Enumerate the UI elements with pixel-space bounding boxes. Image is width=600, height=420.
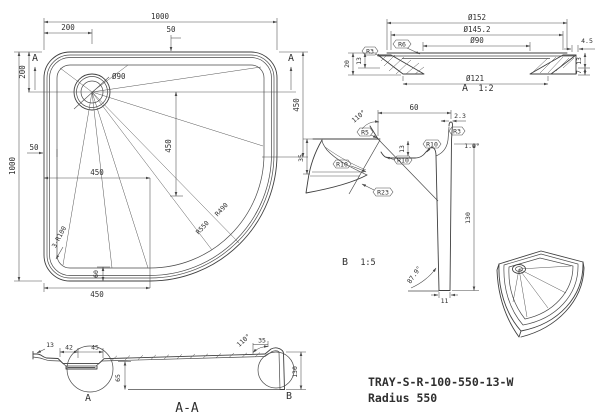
dim-50-top: 50 [166, 25, 176, 34]
hatch-left [380, 54, 425, 75]
dim-1000-left: 1000 [8, 156, 17, 175]
tray-rim-line-1 [46, 54, 275, 279]
section-mark-left: A [32, 53, 38, 64]
plan-radius-notes: 3-R100 R490 R550 [50, 201, 230, 260]
dim-45: 45 [91, 344, 99, 352]
dim-879: 87.9° [405, 265, 423, 286]
dim-35-section: 35 [258, 337, 266, 345]
dim-r3-b: R3 [453, 128, 461, 136]
detail-a-scale: 1:2 [478, 84, 493, 94]
floor-radius-note: R490 [213, 201, 230, 218]
dim-42: 42 [65, 344, 73, 352]
outer-radius-note: R550 [194, 219, 211, 236]
dim-450-center-v: 450 [164, 139, 173, 153]
dim-35-b: 35 [297, 154, 305, 162]
dim-1deg: 1.0° [464, 142, 480, 150]
detail-mark-a: A [85, 393, 91, 404]
tray-outer-outline [43, 51, 278, 282]
detail-b-view: 60 2.3 R3 110° R5 13 R10 R10 R10 R23 [297, 103, 480, 305]
section-hatch [111, 352, 261, 361]
corner-radius-note: 3-R100 [50, 225, 68, 250]
dim-7-right: 7 [575, 70, 583, 74]
detail-a-view: Ø152 Ø145.2 Ø90 4.5 20 13 13 [343, 13, 595, 94]
dim-60-bottom: 60 [92, 270, 100, 278]
tray-floor-outline [56, 64, 265, 269]
dim-13-left: 13 [355, 57, 363, 65]
dim-dia121: Ø121 [466, 74, 484, 83]
dim-450-center-h: 450 [90, 168, 104, 177]
dim-lip-4-5: 4.5 [581, 37, 593, 45]
detail-b-scale: 1:5 [360, 258, 375, 268]
dim-dia152: Ø152 [468, 13, 486, 22]
detail-a-dims: Ø152 Ø145.2 Ø90 4.5 20 13 13 [343, 13, 595, 86]
section-mark-right: A [288, 53, 294, 64]
dim-65: 65 [114, 374, 122, 382]
detail-b-dims: 60 2.3 R3 110° R5 13 R10 R10 R10 R23 [297, 103, 480, 305]
dim-200-top: 200 [61, 23, 75, 32]
dim-r23: R23 [377, 189, 389, 197]
section-marks: A A [32, 53, 294, 90]
dim-r10-wall: R10 [426, 141, 438, 149]
dim-450-right: 450 [292, 98, 301, 112]
detail-b-title: B 1:5 [342, 257, 376, 268]
dim-20-left: 20 [343, 60, 351, 68]
dim-110-b: 110° [350, 108, 367, 124]
dim-dia90: Ø90 [470, 36, 484, 45]
section-dims: 13 42 45 110° 35 65 130 [36, 332, 306, 390]
radius-note: Radius 550 [368, 391, 437, 405]
dim-50-left: 50 [29, 143, 39, 152]
dim-13-right: 13 [575, 57, 583, 65]
detail-a-letter: A [462, 83, 468, 94]
detail-circle-a [66, 345, 114, 393]
footer: TRAY-S-R-100-550-13-W Radius 550 [368, 375, 513, 405]
plan-view: Ø90 1000 200 50 1000 200 50 [8, 12, 308, 299]
dim-13-section: 13 [46, 341, 54, 349]
iso-thickness-edges [496, 261, 585, 338]
dim-r6: R6 [398, 41, 406, 49]
rim-profile [305, 121, 453, 292]
plan-drain-dia-label: Ø90 [112, 72, 126, 81]
plan-left-dims: 1000 200 50 [8, 51, 58, 282]
drain-dia-leader [73, 76, 110, 110]
plan-top-dims: 1000 200 50 [43, 12, 278, 52]
iso-slope-lines [512, 265, 572, 318]
dim-13-b: 13 [398, 145, 406, 153]
dim-60: 60 [409, 103, 419, 112]
dim-130-section: 130 [291, 366, 299, 378]
section-title: A-A [175, 401, 199, 416]
dim-2-3: 2.3 [454, 112, 466, 120]
isometric-view [496, 250, 585, 338]
tray-rim-line-2 [49, 57, 272, 276]
dim-450-bottom: 450 [90, 290, 104, 299]
detail-circle-b [257, 351, 295, 389]
dim-r3-a: R3 [366, 48, 374, 56]
model-code: TRAY-S-R-100-550-13-W [368, 375, 513, 389]
dim-1000-top: 1000 [151, 12, 170, 21]
detail-a-title: A 1:2 [462, 83, 494, 94]
detail-b-letter: B [342, 257, 348, 268]
plan-inner-dims: 450 450 450 60 450 [43, 51, 308, 299]
floor-slope-lines [59, 64, 264, 269]
hatch-right [531, 56, 575, 74]
detail-mark-b: B [286, 391, 292, 402]
dim-11: 11 [441, 297, 449, 305]
dim-200-left: 200 [18, 65, 27, 79]
dim-130-b: 130 [464, 212, 472, 224]
dim-r5: R5 [361, 129, 369, 137]
dim-dia145: Ø145.2 [463, 25, 490, 34]
dim-r10-band: R10 [336, 161, 348, 169]
dim-110-section: 110° [235, 332, 252, 348]
dim-r10-notch: R10 [397, 157, 409, 165]
flange-profile [377, 52, 577, 75]
section-aa-view: A B 13 42 45 110° 35 65 130 A-A [32, 332, 306, 416]
section-profile [32, 347, 285, 390]
